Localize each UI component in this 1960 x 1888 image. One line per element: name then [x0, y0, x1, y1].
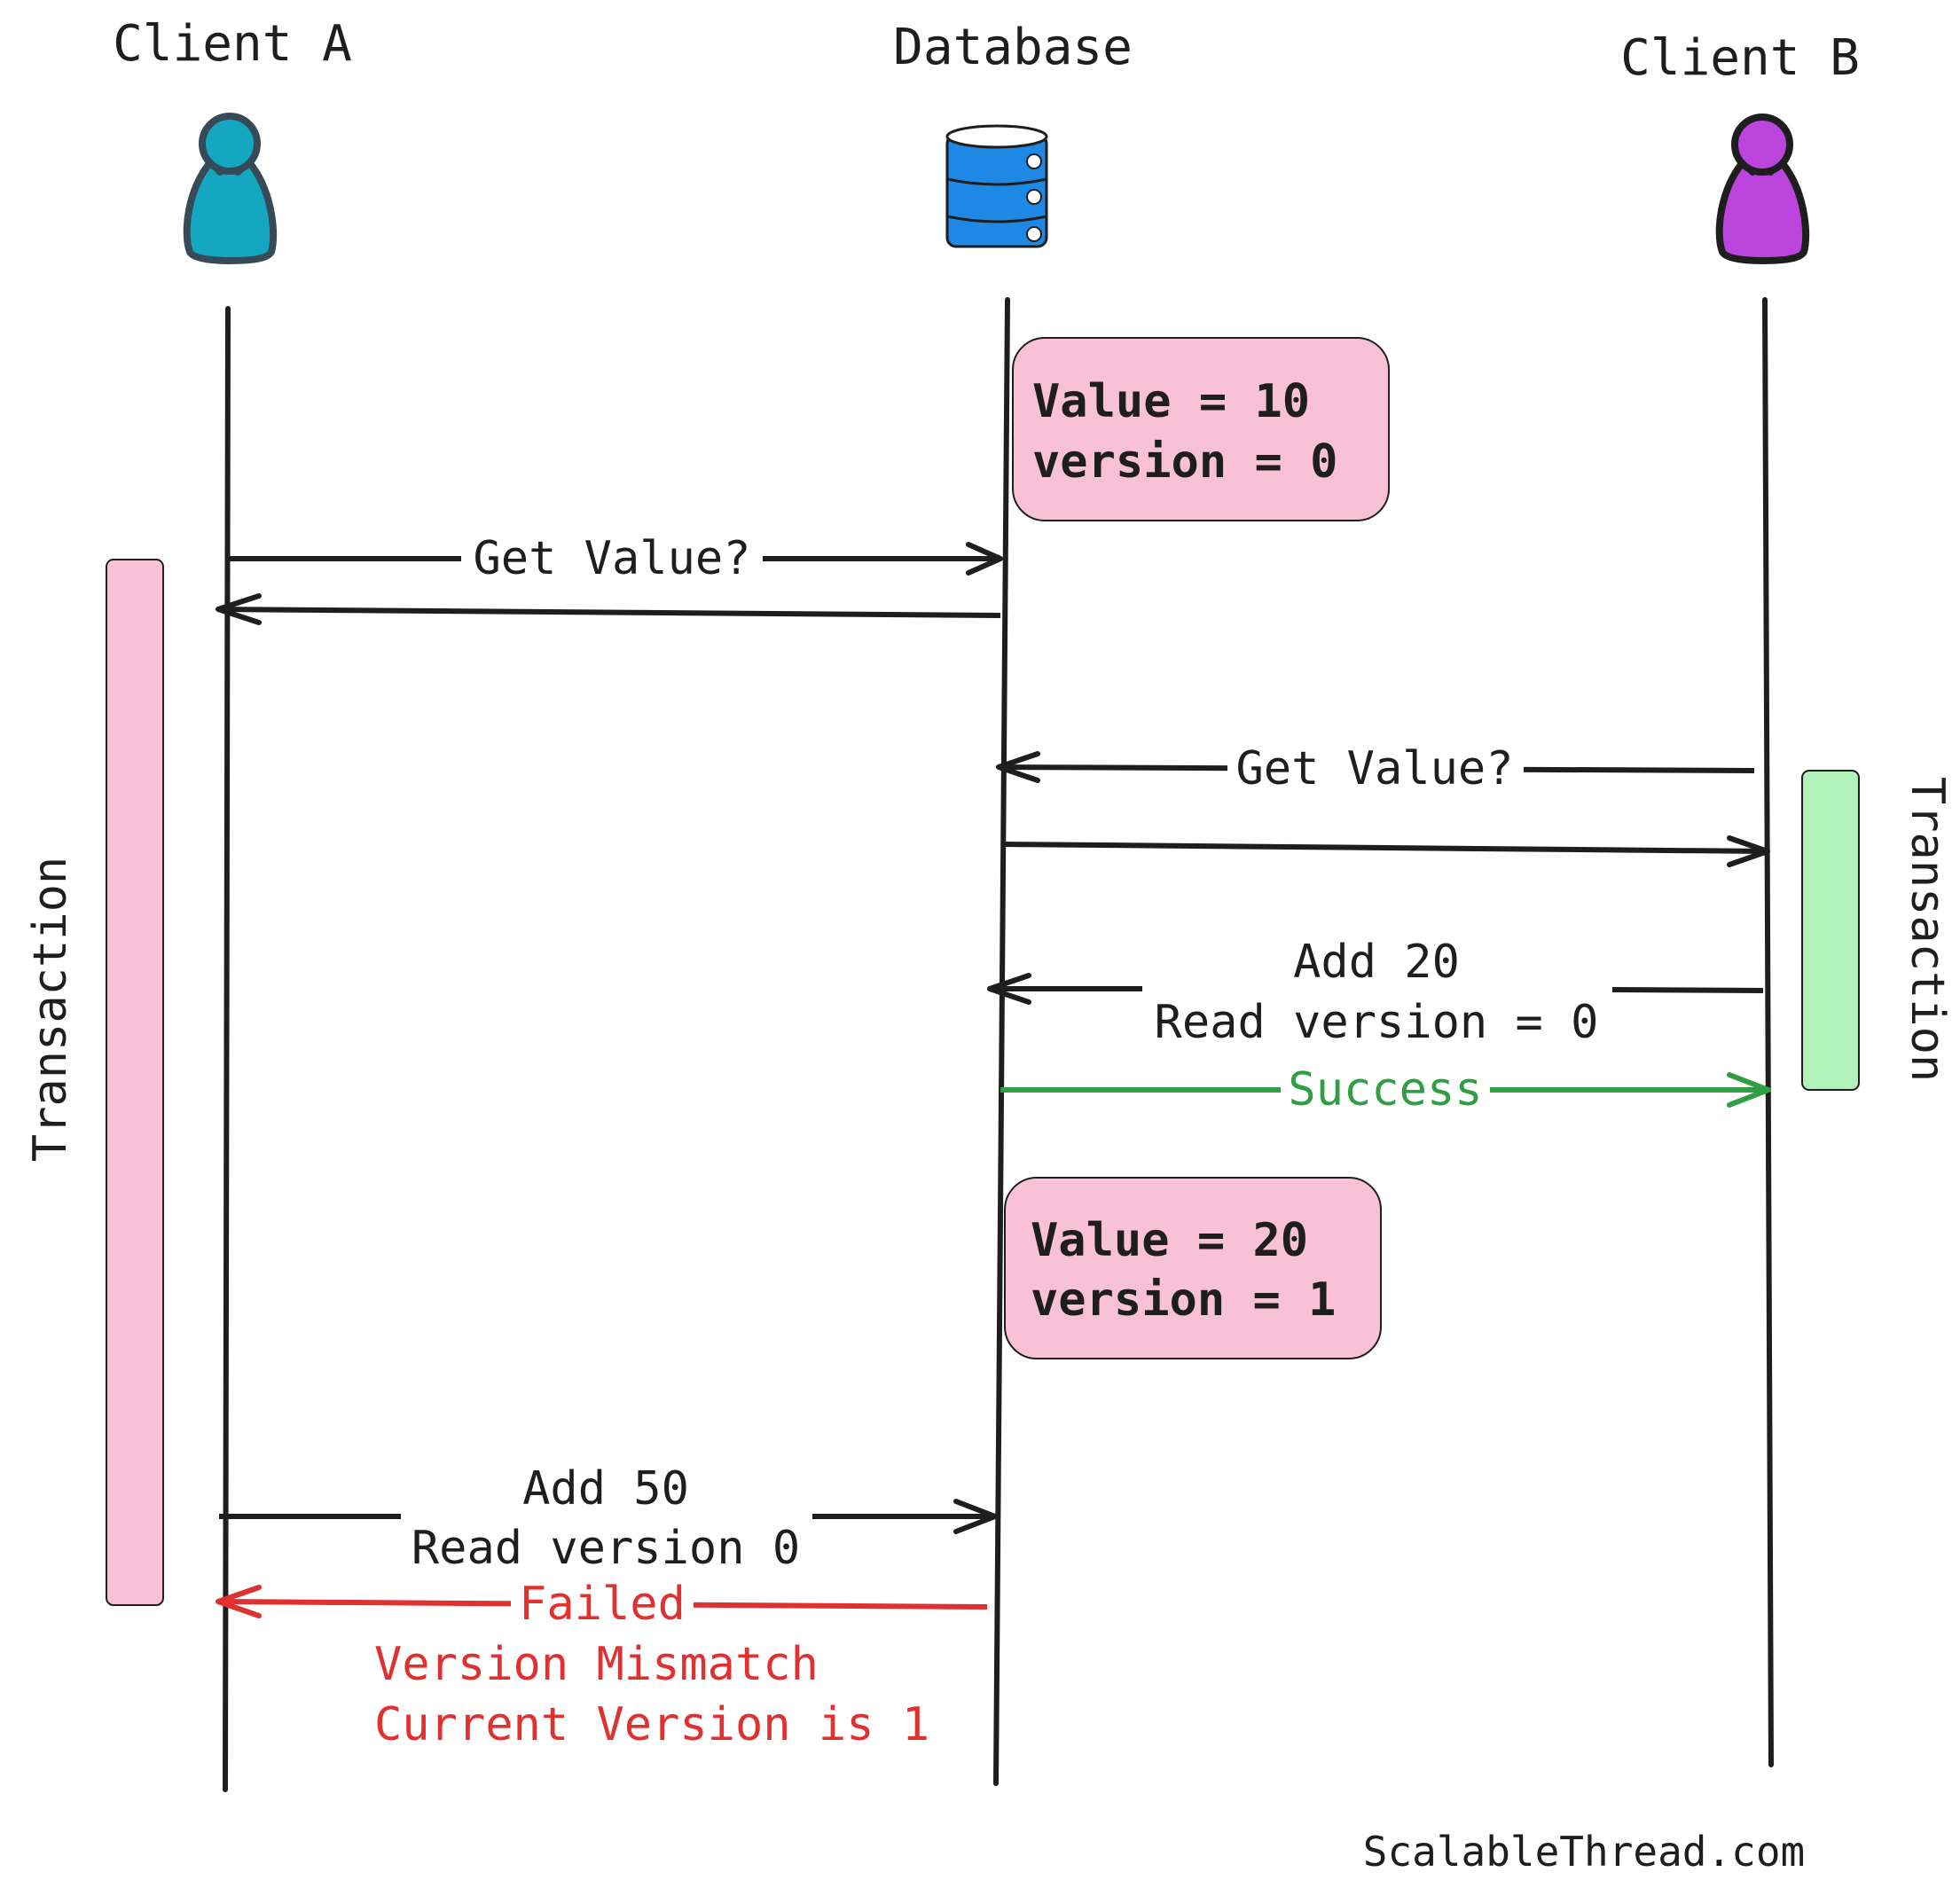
client-a-person-icon — [183, 113, 278, 264]
client-b-label: Client B — [1620, 29, 1860, 87]
b-read-version-label: Read version = 0 — [1155, 996, 1599, 1049]
client-a-transaction-label: Transaction — [24, 857, 77, 1162]
client-b-person-icon — [1715, 114, 1810, 264]
a-failed-label: Failed — [519, 1578, 686, 1631]
client-a-lifeline — [223, 306, 231, 1792]
client-b-transaction-label: Transaction — [1901, 777, 1954, 1082]
b-add-label: Add 20 — [1293, 936, 1460, 989]
client-a-label: Client A — [113, 15, 352, 73]
database-icon — [945, 124, 1048, 248]
a-get-value-response-arrow — [217, 607, 1001, 618]
database-lifeline — [993, 297, 1010, 1786]
client-b-lifeline — [1762, 297, 1774, 1767]
client-b-transaction-bar — [1801, 770, 1860, 1091]
updated-state-value: Value = 20 — [1031, 1214, 1308, 1267]
a-version-mismatch-label: Version Mismatch — [374, 1638, 819, 1691]
footer-credit: ScalableThread.com — [1363, 1828, 1806, 1876]
initial-state-version: version = 0 — [1032, 435, 1337, 489]
b-get-value-label: Get Value? — [1235, 742, 1513, 795]
client-a-transaction-bar — [106, 559, 164, 1606]
b-success-label: Success — [1288, 1063, 1482, 1116]
database-label: Database — [893, 19, 1133, 76]
b-add-request-arrow — [1611, 987, 1764, 993]
a-get-value-label: Get Value? — [473, 532, 750, 585]
updated-state-version: version = 1 — [1031, 1273, 1336, 1327]
b-get-value-response-arrow — [1004, 842, 1768, 854]
updated-state-box — [1004, 1177, 1382, 1359]
a-read-version-label: Read version 0 — [412, 1522, 800, 1575]
initial-state-value: Value = 10 — [1032, 375, 1310, 428]
a-current-version-label: Current Version is 1 — [374, 1698, 929, 1751]
initial-state-box — [1012, 337, 1390, 521]
a-add-label: Add 50 — [522, 1462, 689, 1516]
